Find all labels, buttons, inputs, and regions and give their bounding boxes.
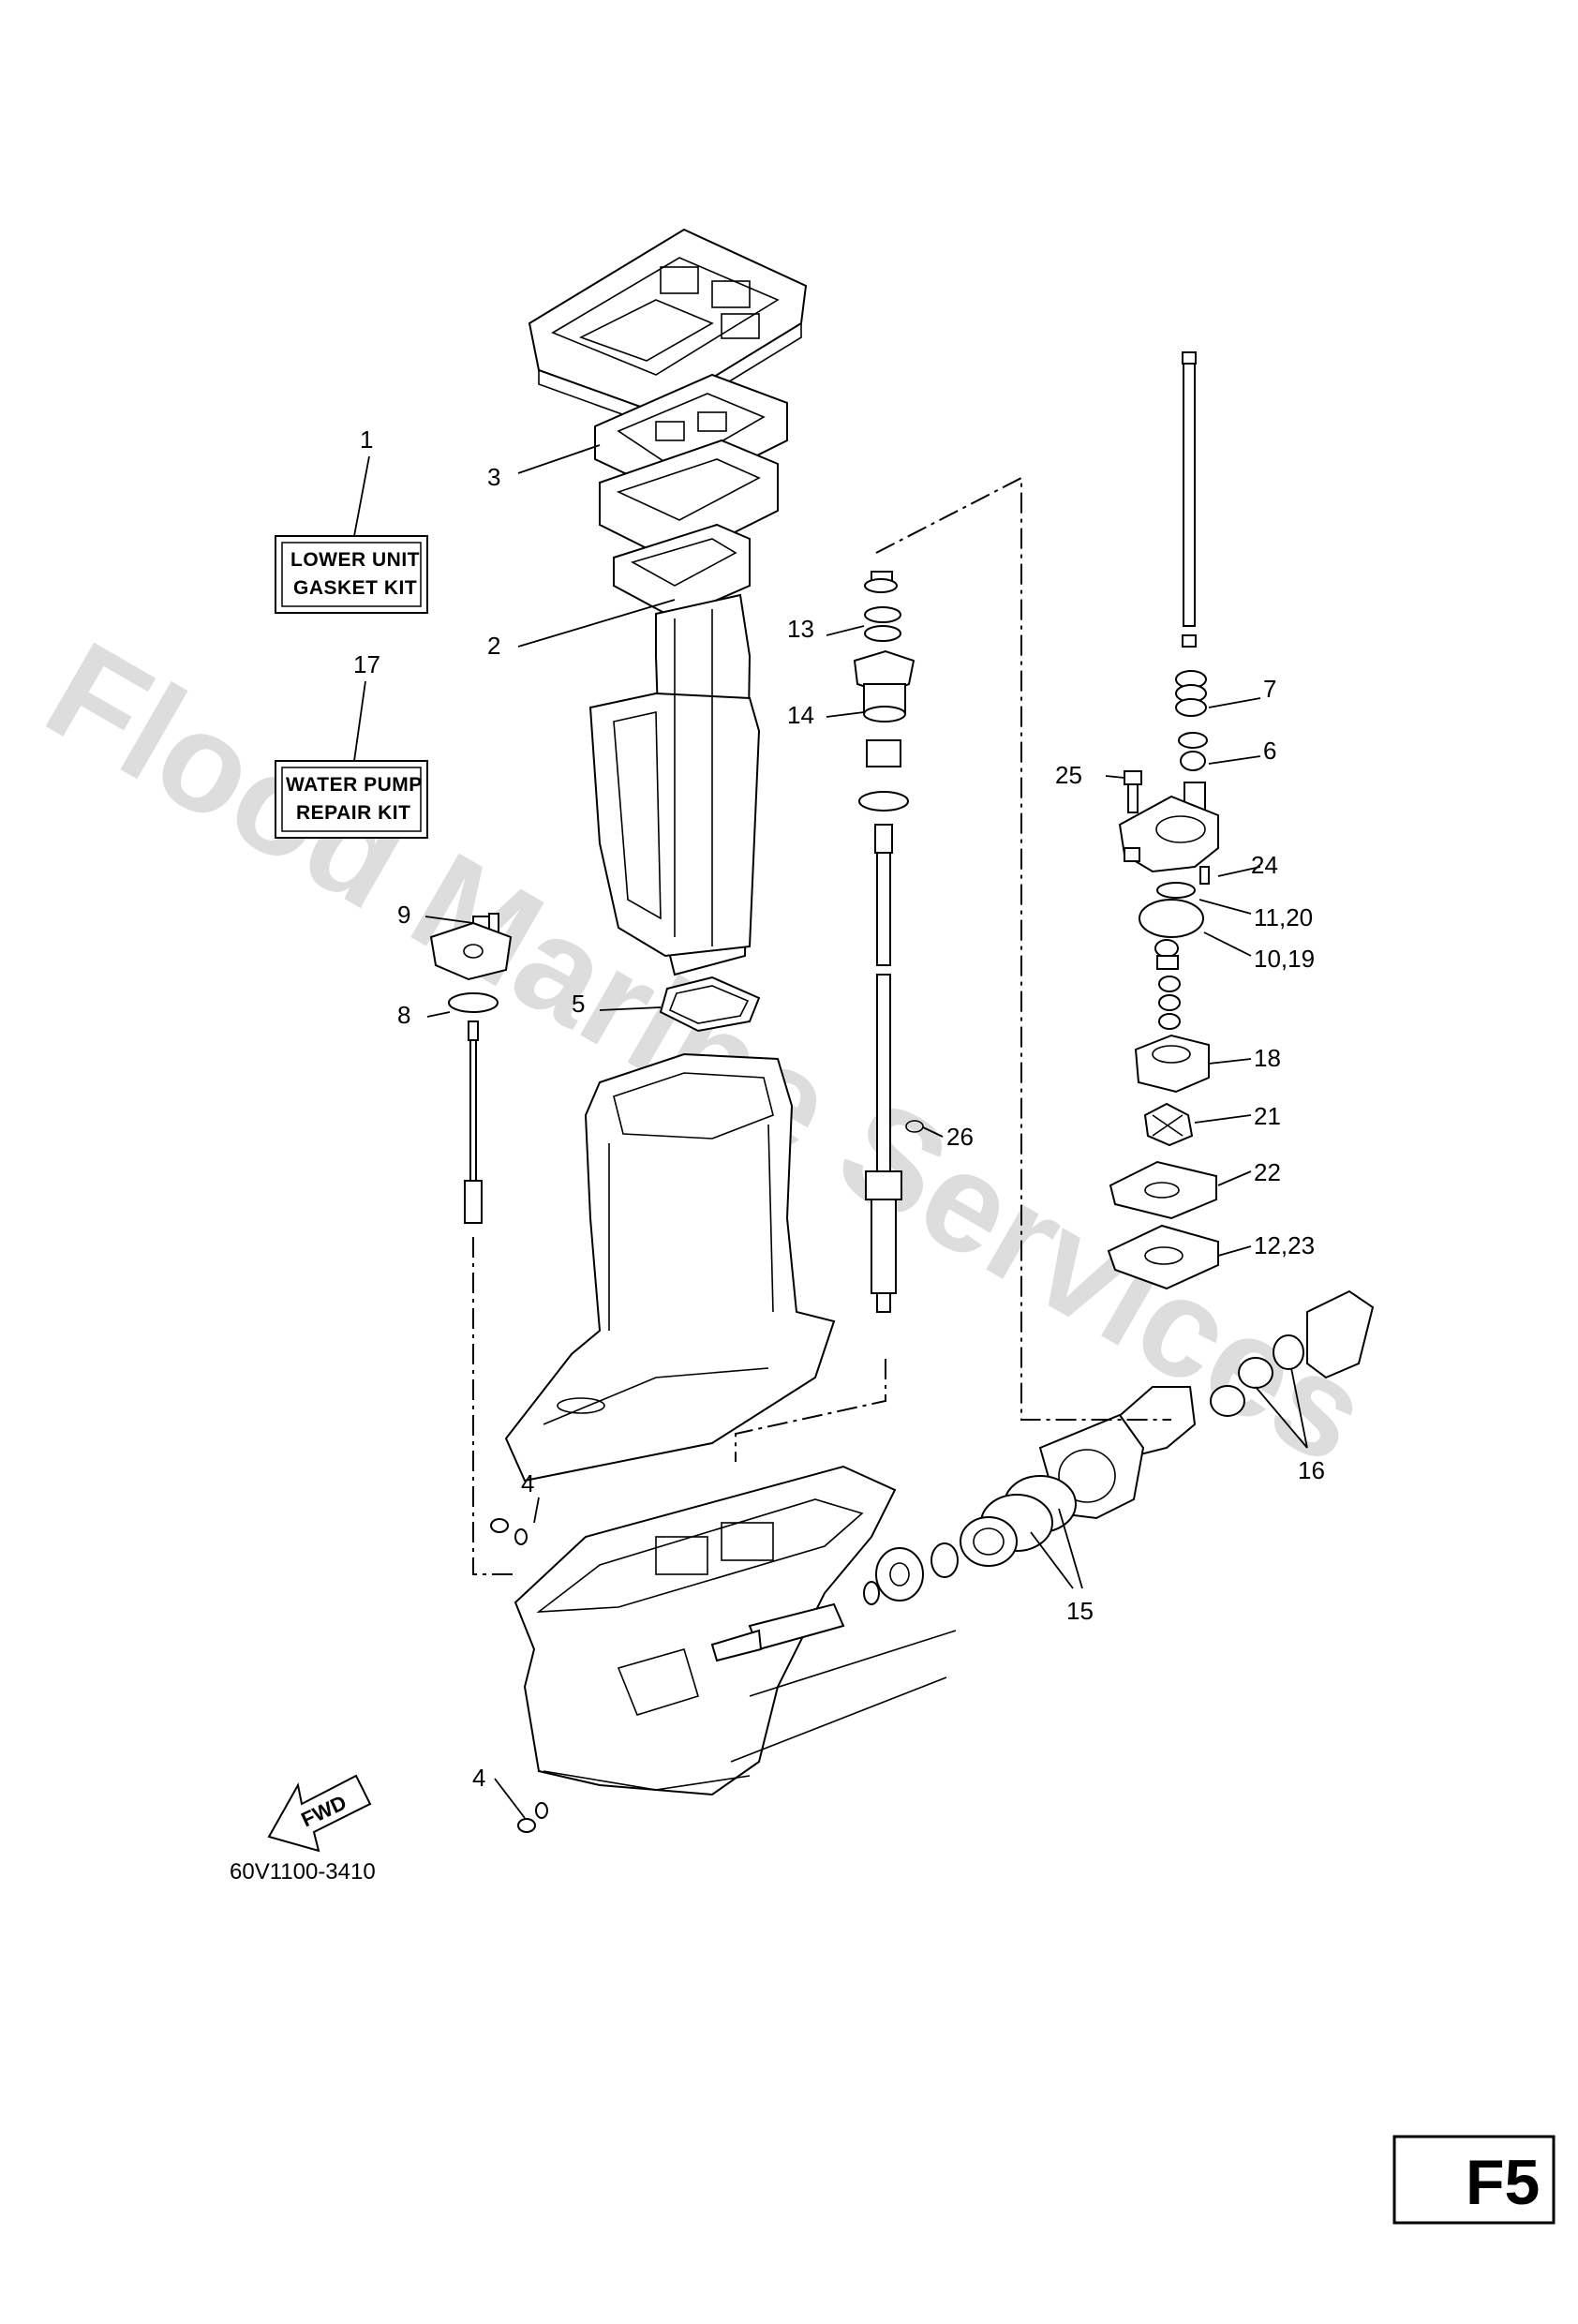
callout-21: 21 [1254, 1102, 1281, 1130]
callout-7: 7 [1263, 675, 1276, 703]
alignment-line-shift-rod [472, 1237, 515, 1575]
kit-number: 1 [360, 425, 373, 454]
page-code: F5 [1466, 2147, 1540, 2218]
callout-15: 15 [1066, 1597, 1094, 1625]
leader-lines [424, 444, 1308, 1819]
callout-11-20: 11,20 [1254, 903, 1313, 931]
forward-arrow: FWD [267, 1774, 372, 1853]
alignment-line-lower [735, 1359, 886, 1462]
callout-8: 8 [397, 1001, 410, 1029]
callout-2: 2 [487, 632, 500, 660]
callout-9: 9 [397, 901, 410, 929]
rubber-seal [659, 976, 761, 1033]
kit-line-1: LOWER UNIT [290, 549, 420, 571]
callout-16: 16 [1298, 1456, 1325, 1484]
fastener-upper [490, 1518, 528, 1545]
callout-18: 18 [1254, 1044, 1281, 1072]
lower-casing [514, 1465, 957, 1796]
callout-4-lower: 4 [472, 1764, 485, 1792]
callout-13: 13 [787, 615, 814, 643]
callout-10-19: 10,19 [1254, 945, 1315, 973]
water-pump-assembly [1107, 351, 1219, 1290]
callout-12-23: 12,23 [1254, 1231, 1315, 1259]
kit-line-2: REPAIR KIT [296, 802, 410, 824]
drawing-number: 60V1100-3410 [230, 1859, 376, 1885]
callout-5: 5 [572, 990, 585, 1018]
kit-box-water-pump: 17 WATER PUMP REPAIR KIT [275, 650, 428, 839]
drive-shaft-assembly [853, 571, 916, 1313]
callout-6: 6 [1263, 737, 1276, 765]
fastener-lower [517, 1802, 548, 1833]
gasket-lower [613, 523, 751, 620]
kit-line-2: GASKET KIT [293, 577, 417, 599]
upper-mount-plate [528, 228, 808, 427]
kit-box-gasket: 1 LOWER UNIT GASKET KIT [275, 425, 428, 614]
callout-25: 25 [1055, 761, 1082, 789]
upper-casing [504, 1052, 836, 1482]
callout-24: 24 [1251, 851, 1278, 879]
kit-number: 17 [353, 650, 380, 678]
gasket-upper [594, 373, 788, 499]
callout-22: 22 [1254, 1158, 1281, 1186]
page-code-box: F5 [1392, 2135, 1556, 2225]
shift-rod-assembly [429, 913, 513, 1224]
callout-26: 26 [946, 1123, 974, 1151]
prop-shaft-housing [710, 1289, 1375, 1662]
alignment-line-drive-shaft [875, 476, 1171, 1421]
clip-26 [905, 1120, 924, 1133]
callout-labels: 3 2 13 14 9 8 5 26 4 4 7 6 25 24 11,20 1… [397, 463, 1325, 1792]
callout-14: 14 [787, 701, 814, 729]
callout-4-upper: 4 [521, 1469, 534, 1497]
kit-line-1: WATER PUMP [286, 774, 423, 796]
exhaust-pipe [588, 593, 761, 976]
callout-3: 3 [487, 463, 500, 491]
